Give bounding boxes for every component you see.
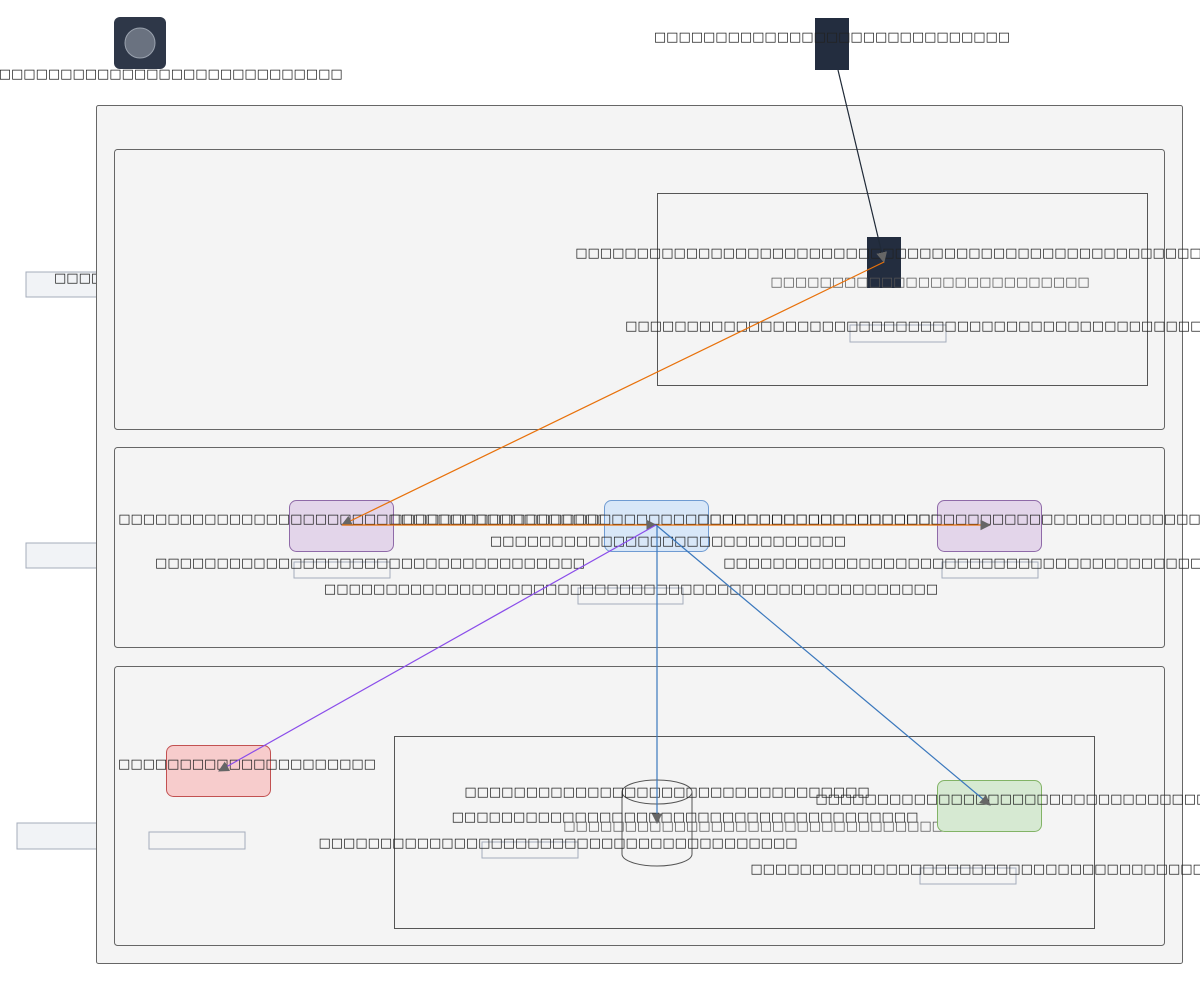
- service-center-label: □□□□□□□□□□□□□□□□□□□□□□□□□□□□□□□□□□□□□□□□…: [390, 512, 980, 527]
- service-right-tag-label: □□□□□□□□□□□□□□□□□□□□□□□□□□□□□□□□□□□□□□□□…: [723, 556, 1200, 571]
- service-right-tag: [941, 561, 1039, 579]
- cache-label: □□□□□□□□□□□□□□□□□□□□□: [118, 757, 376, 772]
- cache-tag: [148, 831, 246, 850]
- database-sublabel: □□□□□□□□□□□□□□□□□□□□□□□□□□□□□□□□□□: [563, 819, 981, 834]
- edge-center-to-cache: [218, 524, 657, 772]
- service-left-tag-label: □□□□□□□□□□□□□□□□□□□□□□□□□□□□□□□□□□□: [155, 556, 585, 571]
- gateway-group: [657, 193, 1148, 386]
- gateway-tag-label: □□□□□□□□□□□□□□□□□□□□□□□□□□□□□□□□□□□□□□□□…: [625, 319, 1200, 334]
- datastore-group: [394, 736, 1095, 929]
- database-label-top: □□□□□□□□□□□□□□□□□□□□□□□□□□□□□□□□□: [464, 785, 869, 800]
- external-node-box[interactable]: [815, 18, 849, 70]
- user-actor-label: □□□□□□□□□□□□□□□□□□□□□□□□□□□□□□□□□: [0, 67, 343, 82]
- user-icon: [124, 27, 156, 59]
- database-tag-label: □□□□□□□□□□□□□□□□□□□□□□□□□□□□□□□□□□□□□□□: [318, 836, 797, 851]
- edge-center-to-storage: [655, 524, 991, 806]
- storage-label: □□□□□□□□□□□□□□□□□□□□□□□□□□□□□□□□□: [815, 792, 1200, 807]
- service-right-label: □□□□□□□□□□□□□□□□□□□□□□□□□□□□□□□□□□□□□□□□…: [697, 512, 1200, 527]
- database-tag: [481, 841, 579, 859]
- edge-external-to-gateway: [837, 69, 887, 264]
- external-node-label: □□□□□□□□□□□□□□□□□□□□□□□□□□□□□: [654, 30, 1010, 45]
- gateway-label: □□□□□□□□□□□□□□□□□□□□□□□□□□□□□□□□□□□□□□□□…: [575, 246, 1200, 261]
- storage-box[interactable]: [937, 780, 1042, 832]
- zone-tab-data: [16, 822, 99, 850]
- gateway-sublabel: □□□□□□□□□□□□□□□□□□□□□□□□□□: [770, 275, 1089, 290]
- service-center-sublabel: □□□□□□□□□□□□□□□□□□□□□□□□□□□□□: [490, 534, 846, 549]
- service-left-tag: [293, 561, 391, 579]
- zone-tab-edge: [25, 271, 99, 298]
- edge-gateway-to-service-left: [341, 261, 885, 526]
- storage-tag-label: □□□□□□□□□□□□□□□□□□□□□□□□□□□□□□□□□□□□□□□□: [750, 862, 1200, 877]
- gateway-tag: [849, 324, 947, 343]
- service-left-label: □□□□□□□□□□□□□□□□□□□□□□□□□□□□□□□□□□□□□□□□…: [118, 512, 622, 527]
- storage-tag: [919, 867, 1017, 885]
- service-center-tag-label: □□□□□□□□□□□□□□□□□□□□□□□□□□□□□□□□□□□□□□□□…: [324, 582, 938, 597]
- database-label: □□□□□□□□□□□□□□□□□□□□□□□□□□□□□□□□□□□□□□: [452, 810, 919, 825]
- zone-tab-services: [25, 542, 99, 569]
